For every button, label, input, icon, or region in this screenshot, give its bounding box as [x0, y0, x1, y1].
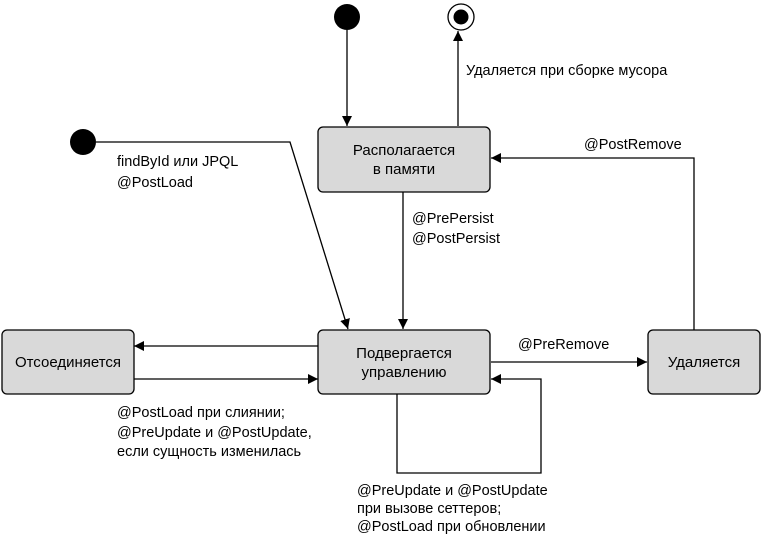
state-managed: Подвергается управлению — [317, 329, 491, 395]
label-find-line: @PostLoad — [117, 175, 193, 191]
state-in-memory: Располагается в памяти — [317, 126, 491, 193]
initial-node-top — [334, 4, 360, 30]
state-label-line: в памяти — [373, 161, 435, 178]
label-post-remove: @PostRemove — [584, 137, 682, 153]
label-persist-line: @PrePersist — [412, 211, 494, 227]
state-label-line: Удаляется — [668, 354, 741, 371]
state-label-line: управлению — [362, 364, 447, 381]
label-persist-line: @PostPersist — [412, 231, 500, 247]
state-label-line: Располагается — [353, 142, 455, 159]
label-merge-line: @PreUpdate и @PostUpdate, — [117, 425, 312, 441]
label-pre-remove: @PreRemove — [518, 337, 609, 353]
final-node — [447, 3, 475, 31]
edge-find-to-managed — [96, 141, 350, 330]
state-label-line: Подвергается — [356, 345, 452, 362]
edge-managed-self-loop — [396, 374, 542, 474]
label-merge-line: @PostLoad при слиянии; — [117, 405, 285, 421]
label-self-update-line: @PostLoad при обновлении — [357, 519, 546, 535]
label-self-update-line: при вызове сеттеров; — [357, 501, 501, 517]
label-self-update-line: @PreUpdate и @PostUpdate — [357, 483, 548, 499]
state-detached: Отсоединяется — [1, 329, 135, 395]
initial-node-left — [70, 129, 96, 155]
state-removed: Удаляется — [647, 329, 761, 395]
label-gc-removal: Удаляется при сборке мусора — [466, 63, 668, 79]
label-find-line: findById или JPQL — [117, 154, 238, 170]
label-merge-line: если сущность изменилась — [117, 444, 301, 460]
edge-removed-to-in-memory — [491, 153, 695, 330]
state-label-line: Отсоединяется — [15, 354, 121, 371]
